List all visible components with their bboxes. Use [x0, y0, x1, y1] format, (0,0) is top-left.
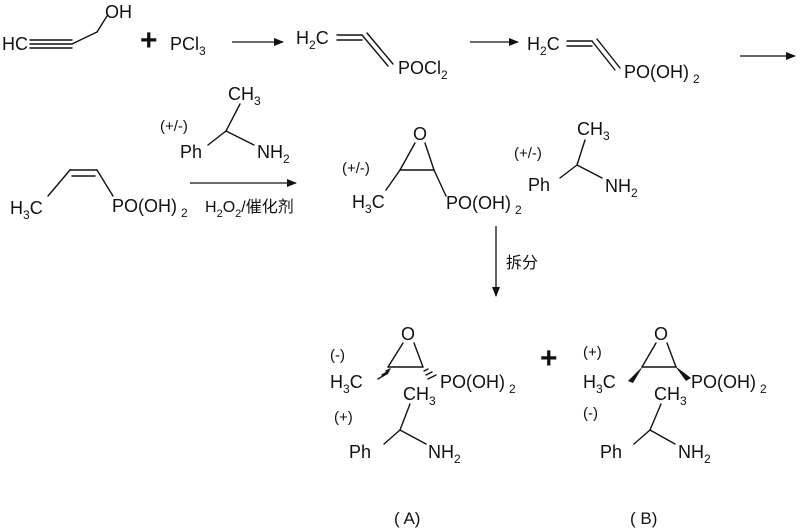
hc-label: HC — [2, 34, 28, 54]
product-a-nh2-bond — [399, 429, 427, 445]
product-a-ph-bond — [383, 429, 401, 445]
product-a-ch3-bond — [399, 403, 411, 431]
product-b-amine-tag: (-) — [583, 405, 598, 422]
product-a-o-label: O — [401, 324, 415, 344]
product-b-ph-label: Ph — [600, 442, 622, 462]
product-a-amine-tag: (+) — [334, 409, 353, 426]
product-b-nh2-bond — [649, 429, 676, 445]
product-b-ph-bond — [633, 429, 651, 445]
product-a-ch3-label: CH3 — [403, 384, 436, 408]
product-b: (+) O H3C PO(OH)2 (-) CH3 Ph NH2 ( B) — [583, 324, 767, 528]
epoxide-o-bond-right — [424, 142, 435, 171]
product-a-h3c-label: H3C — [330, 372, 363, 396]
oh-label: OH — [105, 2, 132, 22]
product-b-po-label: PO(OH)2 — [691, 372, 767, 396]
allenyl-phosphonic-dichloride: H2C POCl2 — [296, 28, 448, 82]
product-a: (-) O H3C PO(OH)2 (+) CH3 Ph NH2 ( A) — [330, 324, 516, 528]
racemic-tag: (+/-) — [160, 118, 188, 135]
product-b-ch3-label: CH3 — [654, 384, 687, 408]
epoxide-p-bond — [433, 169, 447, 197]
po-oh2-label-a: PO(OH)2 — [624, 62, 700, 86]
salt-ph-label: Ph — [528, 175, 550, 195]
epoxide-o-label: O — [413, 124, 427, 144]
plus-sign-row1: + — [140, 24, 158, 57]
product-b-acid-tag: (+) — [583, 344, 602, 361]
methyl-bond — [47, 169, 71, 197]
product-b-nh2-label: NH2 — [678, 442, 711, 466]
racemic-phenylethylamine-reagent: (+/-) CH3 Ph NH2 — [160, 84, 290, 166]
pcl3-label: PCl3 — [170, 34, 206, 58]
allene-bond-4a — [591, 40, 616, 71]
racemic-amine-salt: (+/-) CH3 Ph NH2 — [514, 119, 638, 200]
product-b-wedge-methyl-bond — [628, 366, 643, 383]
h3c-label: H3C — [10, 198, 43, 222]
h2c-label-a: H2C — [296, 28, 329, 52]
ch3-bond — [225, 103, 241, 132]
product-b-o-bond-left — [641, 342, 657, 368]
product-b-h3c-label: H3C — [583, 372, 616, 396]
salt-ch3-label: CH3 — [577, 119, 610, 143]
reagent-label: H2O2/催化剂 — [205, 198, 294, 220]
ph-bond — [207, 130, 227, 146]
epoxide-po-label: PO(OH)2 — [446, 193, 522, 217]
ch3-label: CH3 — [228, 84, 261, 108]
allene-bond-2a — [361, 34, 389, 67]
po-oh2-label-b: PO(OH)2 — [112, 196, 188, 220]
ch2-bond — [71, 31, 98, 45]
racemic-epoxide: (+/-) O H3C PO(OH)2 — [342, 124, 522, 217]
product-b-caption: ( B) — [630, 509, 657, 528]
product-a-o-bond-left — [387, 342, 404, 368]
product-a-hashed-methyl-bond — [377, 368, 391, 380]
epoxide-h3c-label: H3C — [352, 192, 385, 216]
product-a-po-label: PO(OH)2 — [440, 372, 516, 396]
cis-propenylphosphonic-acid: H3C PO(OH)2 — [10, 169, 188, 222]
product-a-ph-label: Ph — [349, 442, 371, 462]
nh2-label: NH2 — [257, 142, 290, 166]
oh-bond — [96, 15, 108, 33]
allene-bond-2b — [366, 32, 394, 65]
salt-nh2-label: NH2 — [605, 176, 638, 200]
resolution-label: 拆分 — [506, 254, 538, 272]
salt-nh2-bond — [576, 164, 603, 179]
product-a-nh2-label: NH2 — [428, 442, 461, 466]
salt-tag: (+/-) — [514, 145, 542, 162]
product-a-caption: ( A) — [394, 509, 420, 528]
pocl2-label: POCl2 — [398, 58, 448, 82]
ph-label: Ph — [180, 142, 202, 162]
product-b-o-label: O — [654, 324, 668, 344]
product-b-wedge-p-bond — [675, 366, 691, 381]
propargyl-alcohol: HC OH — [2, 2, 132, 54]
allene-bond-4b — [596, 38, 621, 69]
salt-ch3-bond — [576, 139, 586, 166]
epoxide-methyl-bond — [385, 169, 401, 191]
allenyl-phosphonic-acid: H2C PO(OH)2 — [527, 34, 700, 86]
p-bond — [96, 169, 114, 197]
product-a-acid-tag: (-) — [330, 347, 345, 364]
nh2-bond — [225, 130, 255, 146]
epoxide-tag: (+/-) — [342, 160, 370, 177]
product-b-ch3-bond — [649, 403, 662, 431]
product-b-o-bond-right — [666, 342, 677, 368]
salt-ph-bond — [559, 164, 578, 179]
product-a-hashed-p-bond — [423, 368, 437, 380]
product-a-o-bond-right — [413, 342, 424, 368]
h2c-label-b: H2C — [527, 34, 560, 58]
plus-sign-products: + — [540, 342, 558, 375]
epoxide-o-bond-left — [399, 142, 416, 171]
